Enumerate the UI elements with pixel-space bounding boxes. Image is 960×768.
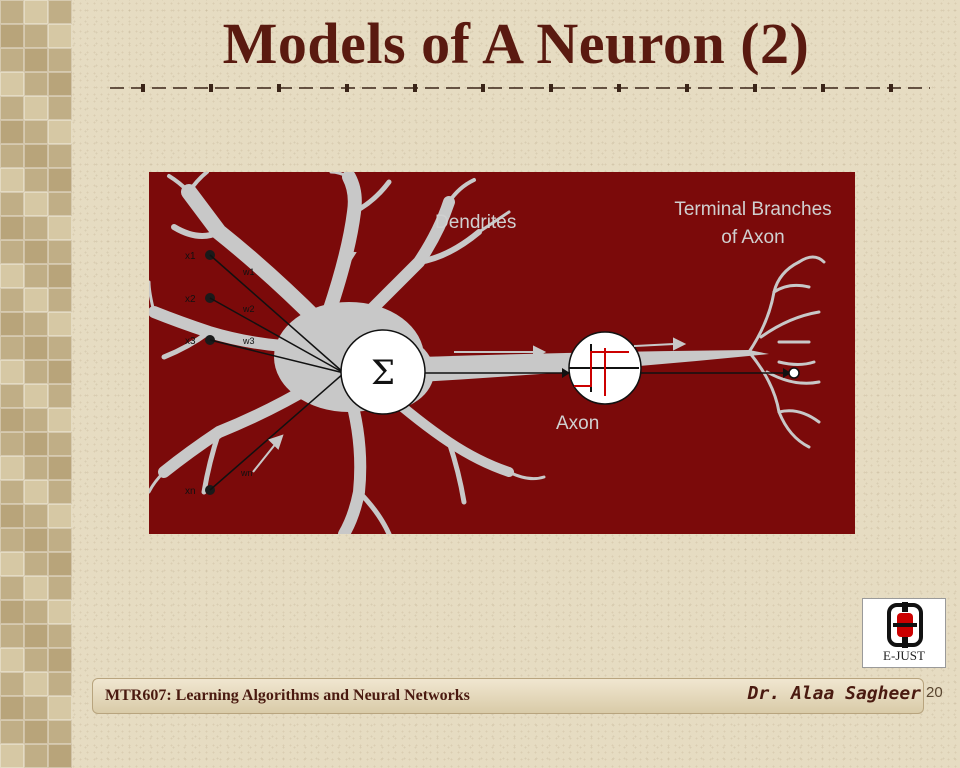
neuron-diagram: x1 x2 x3 xn w1 w2 w3 wn Σ Dendrites Term…: [149, 172, 855, 534]
terminal-branches-label-line2: of Axon: [721, 227, 784, 248]
weight-label-1: w1: [242, 267, 255, 277]
e-just-logo-icon: [887, 602, 923, 648]
step-function-icon: [569, 344, 639, 396]
input-label-2: x2: [185, 294, 196, 305]
footer-bar: MTR607: Learning Algorithms and Neural N…: [92, 678, 924, 714]
output-node: [788, 367, 800, 379]
axon-label: Axon: [556, 413, 599, 434]
page-number: 20: [926, 684, 943, 701]
summation-node: [340, 329, 426, 415]
binding-strip: [0, 0, 72, 768]
terminal-branches-label-line1: Terminal Branches: [674, 199, 831, 220]
input-nodes: [205, 250, 345, 495]
dendrites-label: Dendrites: [435, 212, 516, 233]
page-title: Models of A Neuron (2): [222, 11, 810, 76]
summation-symbol: Σ: [371, 353, 395, 393]
weight-label-n: wn: [240, 468, 253, 478]
input-label-n: xn: [185, 486, 196, 497]
input-label-1: x1: [185, 251, 196, 262]
weight-label-3: w3: [242, 336, 255, 346]
input-label-3: x3: [185, 336, 196, 347]
author-name: Dr. Alaa Sagheer: [747, 683, 921, 704]
weight-label-2: w2: [242, 304, 255, 314]
title-divider: [110, 84, 930, 92]
logo-caption: E-JUST: [883, 648, 925, 663]
e-just-logo: E-JUST: [862, 598, 946, 668]
course-title: MTR607: Learning Algorithms and Neural N…: [105, 687, 470, 704]
